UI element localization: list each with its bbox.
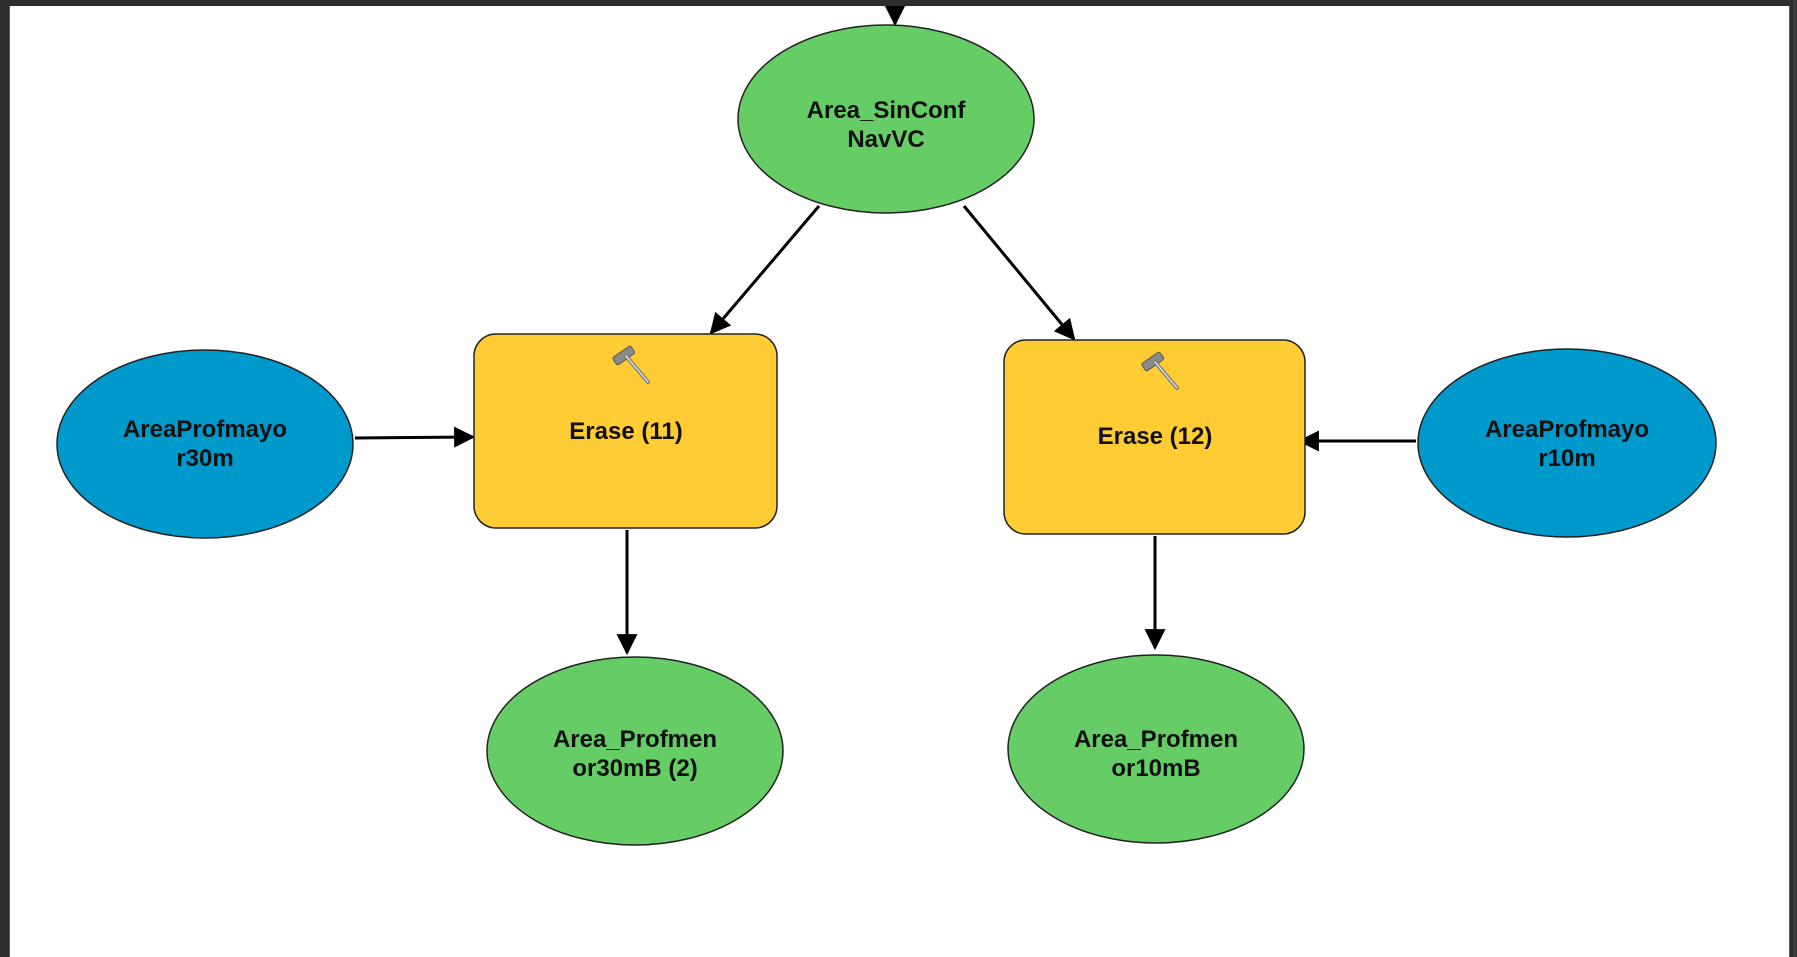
data-node-area-profmenor10mb[interactable]: Area_Profmen or10mB — [1007, 654, 1305, 844]
node-label-line2: r30m — [176, 445, 233, 472]
node-label-line2: r10m — [1538, 445, 1595, 472]
node-label-line1: Area_Profmen — [553, 726, 717, 753]
node-label-line1: Area_Profmen — [1074, 726, 1238, 753]
node-label-line2: or30mB (2) — [572, 755, 697, 782]
data-node-area-sinconf-navvc[interactable]: Area_SinConf NavVC — [737, 24, 1035, 214]
model-diagram: Area_SinConf NavVC Erase (11) — [56, 6, 1717, 846]
node-label-line1: Area_SinConf — [807, 97, 967, 124]
tool-label: Erase (12) — [1098, 423, 1213, 450]
node-label-line1: AreaProfmayo — [1485, 416, 1649, 443]
tool-label: Erase (11) — [569, 418, 682, 445]
node-label-line1: AreaProfmayo — [123, 416, 287, 443]
data-node-area-profmenor30mb-2[interactable]: Area_Profmen or30mB (2) — [486, 656, 784, 846]
model-canvas[interactable]: Area_SinConf NavVC Erase (11) — [9, 6, 1790, 957]
connector-input-30m-to-erase-11[interactable] — [354, 426, 476, 448]
node-label-line2: NavVC — [847, 126, 924, 153]
window-edge — [1793, 0, 1797, 957]
connectors — [354, 6, 1416, 656]
connector-area-sinconf-to-erase-11[interactable] — [709, 205, 821, 335]
tool-node-erase-12[interactable]: Erase (12) — [1003, 339, 1306, 535]
connector-area-sinconf-to-erase-12[interactable] — [962, 205, 1076, 341]
hammer-icon — [1141, 351, 1179, 390]
hammer-icon — [612, 345, 650, 384]
node-label-line2: or10mB — [1111, 755, 1200, 782]
tool-node-erase-11[interactable]: Erase (11) — [473, 333, 778, 529]
input-node-areaprofmayor10m[interactable]: AreaProfmayo r10m — [1417, 348, 1717, 538]
input-node-areaprofmayor30m[interactable]: AreaProfmayo r30m — [56, 349, 354, 539]
